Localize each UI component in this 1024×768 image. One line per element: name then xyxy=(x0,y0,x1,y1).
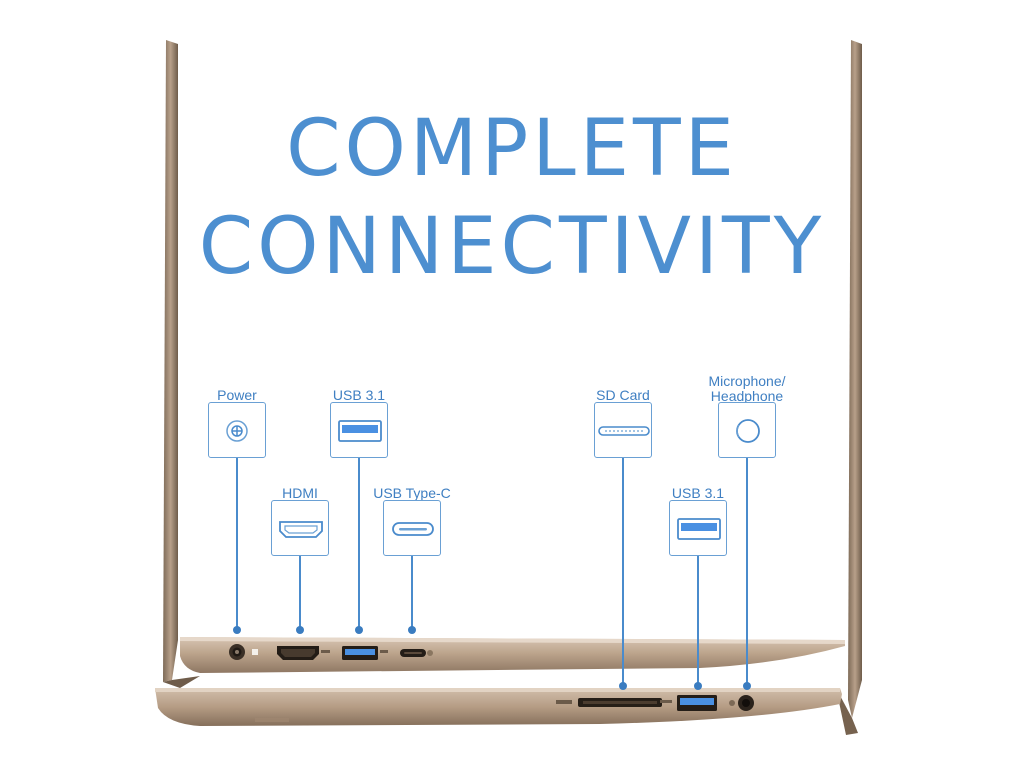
hdmi-leader-line xyxy=(299,556,301,628)
right-laptop-lid xyxy=(836,40,862,735)
sd-card-leader-line xyxy=(622,458,624,684)
sd-card-port-callout xyxy=(594,402,652,458)
audio-label-line-1: Microphone/ xyxy=(708,373,786,389)
power-jack-icon xyxy=(226,420,248,442)
usb-right-label: USB 3.1 xyxy=(671,485,725,501)
hdmi-label: HDMI xyxy=(282,485,318,501)
usb-right-port-callout xyxy=(669,500,727,556)
headline-line-1: COMPLETE xyxy=(286,104,738,194)
sd-card-leader-dot xyxy=(619,682,627,690)
usb-c-label: USB Type-C xyxy=(373,485,451,501)
sd-card-label: SD Card xyxy=(596,387,650,403)
power-label: Power xyxy=(217,387,257,403)
usb-c-port-callout xyxy=(383,500,441,556)
usb-left-port-callout xyxy=(330,402,388,458)
usb-left-label: USB 3.1 xyxy=(332,387,386,403)
usb-c-leader-dot xyxy=(408,626,416,634)
usb-right-leader-line xyxy=(697,556,699,684)
usb-right-leader-dot xyxy=(694,682,702,690)
power-leader-line xyxy=(236,458,238,628)
hdmi-port-icon xyxy=(279,521,323,538)
left-side-laptop-base xyxy=(180,637,845,673)
hdmi-leader-dot xyxy=(296,626,304,634)
usb-c-leader-line xyxy=(411,556,413,628)
sd-card-slot-icon xyxy=(598,426,650,436)
audio-label-line-2: Headphone xyxy=(710,388,784,404)
power-leader-dot xyxy=(233,626,241,634)
usb-a-port-icon xyxy=(338,420,382,442)
usb-c-port-icon xyxy=(392,522,434,536)
usb-left-leader-dot xyxy=(355,626,363,634)
usb-left-leader-line xyxy=(358,458,360,628)
left-laptop-lid xyxy=(163,40,200,688)
audio-leader-dot xyxy=(743,682,751,690)
hdmi-port-callout xyxy=(271,500,329,556)
audio-leader-line xyxy=(746,458,748,684)
audio-label: Microphone/ Headphone xyxy=(700,374,794,404)
audio-jack-icon xyxy=(736,419,760,443)
audio-port-callout xyxy=(718,402,776,458)
right-side-laptop-base xyxy=(155,688,842,726)
power-port-callout xyxy=(208,402,266,458)
usb-a-port-icon xyxy=(677,518,721,540)
headline-line-2: CONNECTIVITY xyxy=(198,202,826,292)
